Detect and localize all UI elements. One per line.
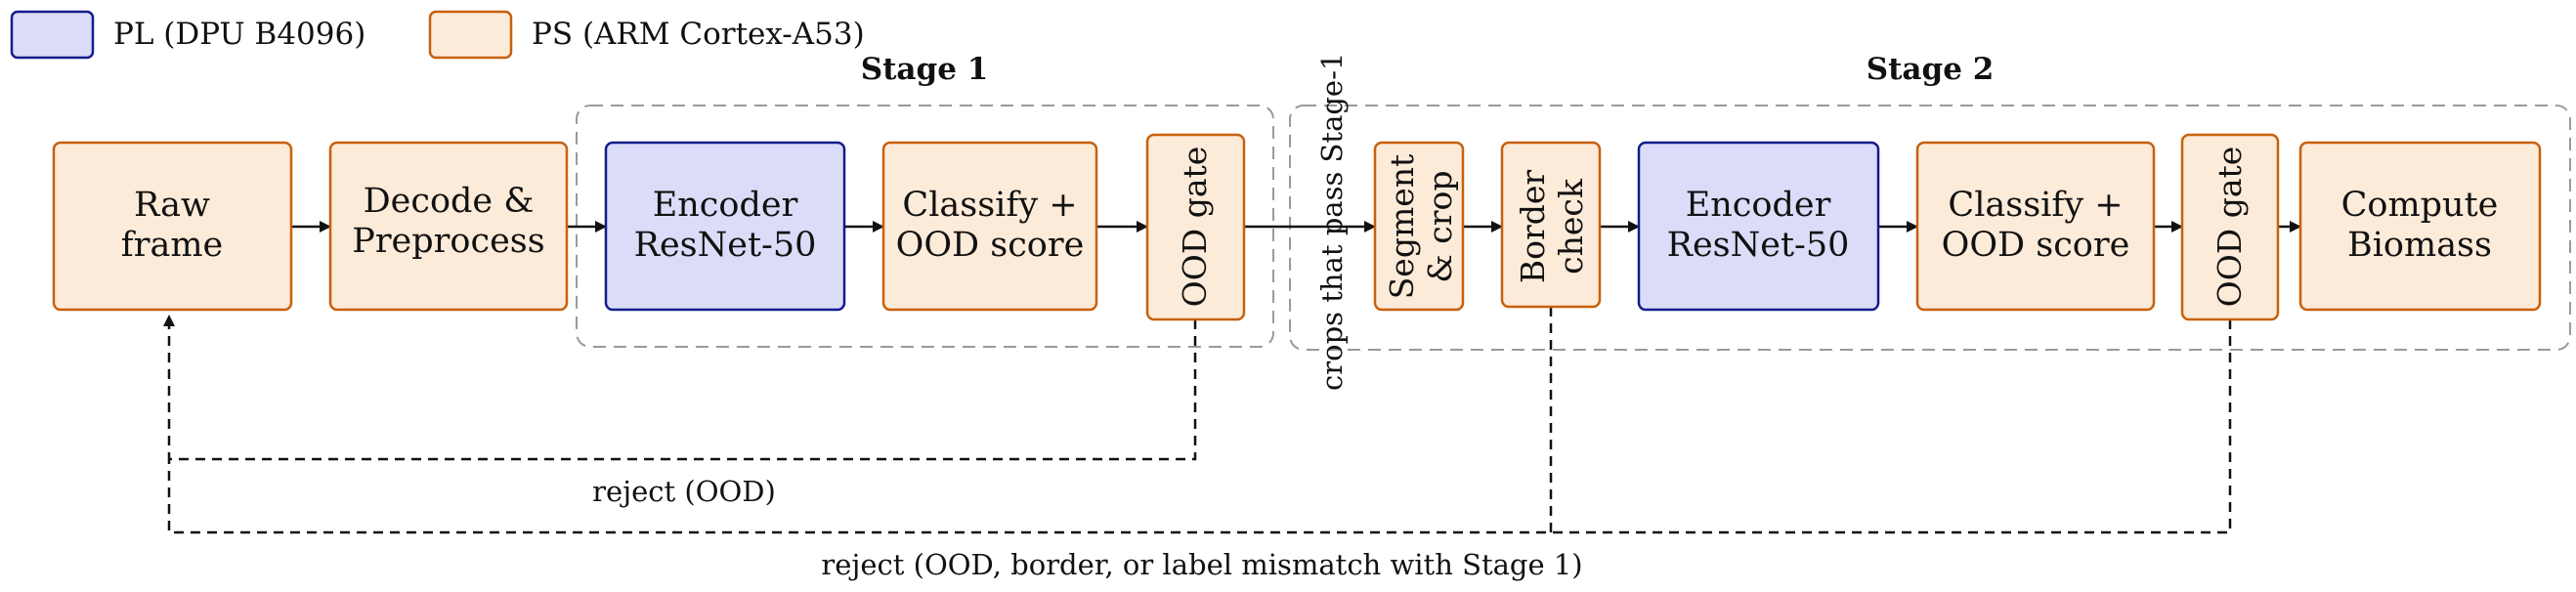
svg-text:OOD gate: OOD gate (2211, 147, 2249, 308)
svg-text:Classify +: Classify + (902, 186, 1077, 225)
stage2-title: Stage 2 (1867, 52, 1995, 87)
svg-text:ResNet-50: ResNet-50 (1667, 226, 1850, 265)
node-compute-biomass: Compute Biomass (2298, 141, 2542, 312)
svg-text:Biomass: Biomass (2347, 226, 2492, 265)
reject-ood-label: reject (OOD) (592, 475, 776, 508)
legend-pl-label: PL (DPU B4096) (113, 17, 365, 52)
node-ood-gate-stage1: OOD gate (1145, 133, 1246, 321)
node-segment-crop: Segment & crop (1373, 141, 1465, 312)
svg-text:frame: frame (121, 226, 223, 265)
reject-all-path-gate2 (167, 319, 2232, 534)
svg-text:Compute: Compute (2341, 186, 2499, 225)
svg-text:OOD score: OOD score (896, 226, 1085, 265)
node-border-check: Border check (1500, 141, 1602, 309)
node-decode-preprocess: Decode & Preprocess (328, 141, 569, 312)
legend: PL (DPU B4096) PS (ARM Cortex-A53) (10, 10, 865, 60)
svg-text:Classify +: Classify + (1948, 186, 2123, 225)
svg-text:Segment: Segment (1383, 154, 1421, 300)
reject-all-label: reject (OOD, border, or label mismatch w… (821, 548, 1582, 581)
node-encoder-stage2: Encoder ResNet-50 (1637, 141, 1880, 312)
svg-text:Raw: Raw (134, 186, 210, 225)
reject-ood-path (163, 315, 1197, 461)
svg-text:Border: Border (1514, 170, 1552, 284)
svg-text:Preprocess: Preprocess (352, 222, 544, 261)
node-ood-gate-stage2: OOD gate (2180, 133, 2280, 321)
svg-text:Encoder: Encoder (1686, 186, 1831, 225)
node-classify-stage1: Classify + OOD score (881, 141, 1098, 312)
legend-pl-swatch (10, 10, 95, 60)
legend-ps-label: PS (ARM Cortex-A53) (532, 17, 865, 52)
crops-pass-label: crops that pass Stage-1 (1315, 53, 1349, 391)
svg-text:Encoder: Encoder (653, 186, 798, 225)
svg-text:check: check (1552, 178, 1590, 275)
node-classify-stage2: Classify + OOD score (1915, 141, 2156, 312)
svg-text:OOD score: OOD score (1942, 226, 2130, 265)
node-raw-frame: Raw frame (52, 141, 293, 312)
stage1-title: Stage 1 (861, 52, 989, 87)
node-encoder-stage1: Encoder ResNet-50 (604, 141, 846, 312)
svg-text:ResNet-50: ResNet-50 (634, 226, 817, 265)
legend-ps-swatch (428, 10, 513, 60)
svg-text:OOD gate: OOD gate (1176, 147, 1214, 308)
svg-text:& crop: & crop (1421, 170, 1459, 282)
svg-text:Decode &: Decode & (364, 182, 535, 221)
